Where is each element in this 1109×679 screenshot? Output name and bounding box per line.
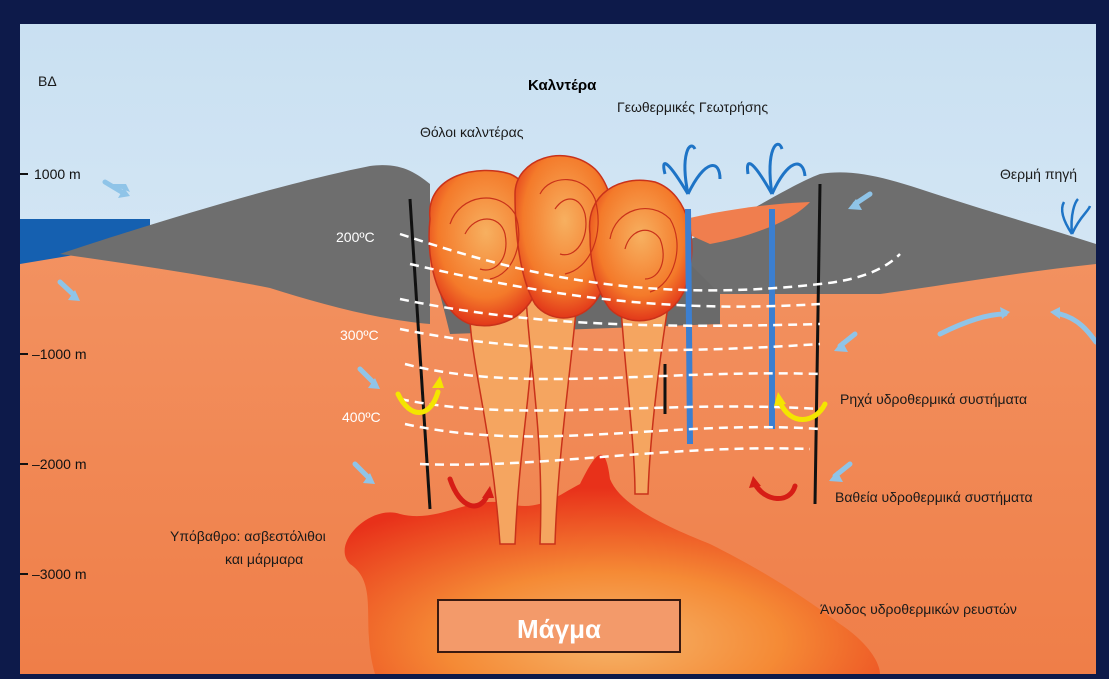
title: Καλντέρα [528,77,597,94]
fluid-rise-label: Άνοδος υδροθερμικών ρευστών [820,601,1017,617]
domes-label: Θόλοι καλντέρας [420,124,524,140]
depth-minus-3000: –3000 m [32,566,86,582]
hot-spring-label: Θερμή πηγή [1000,166,1077,182]
temp-400: 400ºC [342,409,381,425]
temp-200: 200ºC [336,229,375,245]
basement-label-line2: και μάρμαρα [225,551,303,567]
depth-minus-2000: –2000 m [32,456,86,472]
wells-label: Γεωθερμικές Γεωτρήσης [617,99,768,115]
caldera-diagram: ΒΔ Καλντέρα Θόλοι καλντέρας Γεωθερμικές … [20,24,1096,674]
orientation-label: ΒΔ [38,73,57,89]
magma-label: Μάγμα [517,614,601,644]
depth-1000: 1000 m [34,166,81,182]
shallow-systems-label: Ρηχά υδροθερμικά συστήματα [840,391,1027,407]
basement-label-line1: Υπόβαθρο: ασβεστόλιθοι [170,528,326,544]
depth-minus-1000: –1000 m [32,346,86,362]
deep-systems-label: Βαθεία υδροθερμικά συστήματα [835,489,1033,505]
temp-300: 300ºC [340,327,379,343]
